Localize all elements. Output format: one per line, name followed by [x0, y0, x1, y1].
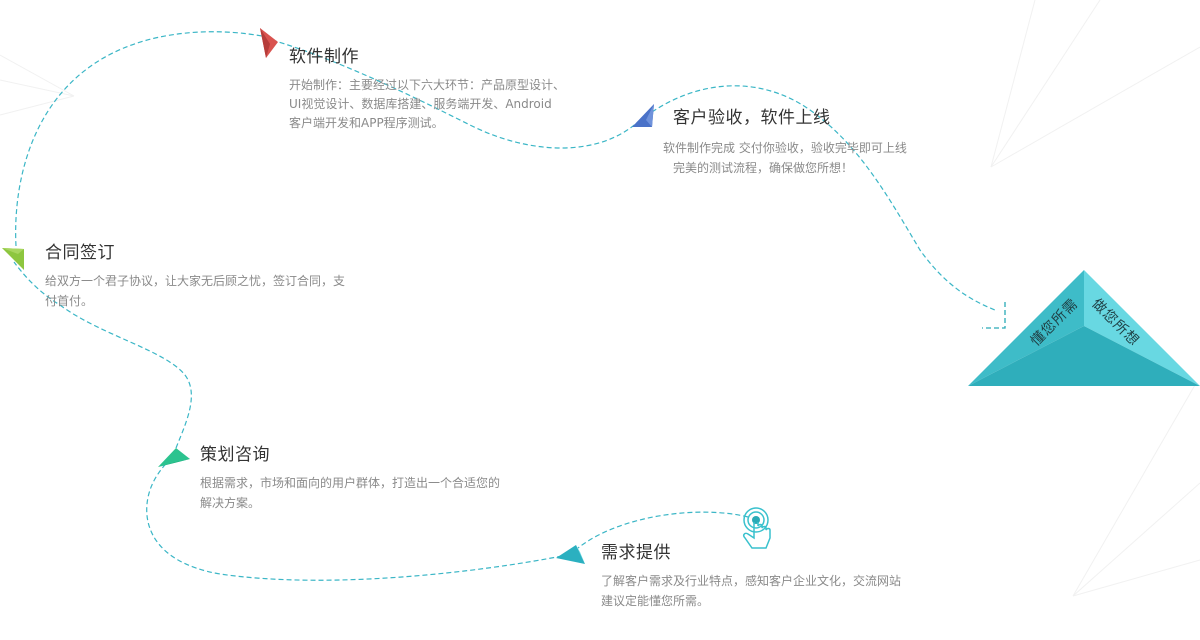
step-title: 合同签订 [45, 243, 115, 263]
desc-line: 了解客户需求及行业特点，感知客户企业文化，交流网站 [601, 574, 902, 588]
desc-line: 给双方一个君子协议，让大家无后顾之忧，签订合同，支 [45, 274, 346, 288]
desc-line: 开始制作：主要经过以下六大环节：产品原型设计、 [289, 78, 566, 92]
step-title: 软件制作 [289, 47, 359, 67]
step-requirement-gathering: 需求提供 了解客户需求及行业特点，感知客户企业文化，交流网站 建议定能懂您所需。 [601, 542, 901, 611]
step-title: 客户验收，软件上线 [673, 108, 831, 128]
desc-line: 完美的测试流程，确保做您所想！ [673, 161, 854, 175]
step-description: 开始制作：主要经过以下六大环节：产品原型设计、 UI视觉设计、数据库搭建、服务端… [289, 76, 565, 133]
step-description: 了解客户需求及行业特点，感知客户企业文化，交流网站 建议定能懂您所需。 [601, 571, 901, 611]
desc-line: 客户端开发和APP程序测试。 [289, 116, 444, 130]
arrow-pointer-green-teal-icon [158, 448, 190, 467]
arrow-pointer-red-icon [260, 28, 278, 58]
step-description: 软件制作完成 交付你验收，验收完毕即可上线 完美的测试流程，确保做您所想！ [663, 138, 907, 178]
step-contract-signing: 合同签订 给双方一个君子协议，让大家无后顾之忧，签订合同，支 付首付。 [45, 242, 345, 311]
step-description: 给双方一个君子协议，让大家无后顾之忧，签订合同，支 付首付。 [45, 271, 345, 311]
desc-line: 根据需求，市场和面向的用户群体，打造出一个合适您的 [200, 476, 501, 490]
arrow-pointer-teal-icon [556, 545, 585, 564]
desc-line: 解决方案。 [200, 496, 261, 510]
step-planning-consulting: 策划咨询 根据需求，市场和面向的用户群体，打造出一个合适您的 解决方案。 [200, 444, 500, 513]
hand-pointer-tap-icon [743, 507, 771, 549]
desc-line: 软件制作完成 交付你验收，验收完毕即可上线 [663, 141, 907, 155]
step-description: 根据需求，市场和面向的用户群体，打造出一个合适您的 解决方案。 [200, 473, 500, 513]
desc-line: UI视觉设计、数据库搭建、服务端开发、Android [289, 97, 552, 111]
step-title: 需求提供 [601, 543, 671, 563]
step-software-production: 软件制作 开始制作：主要经过以下六大环节：产品原型设计、 UI视觉设计、数据库搭… [289, 46, 565, 133]
desc-line: 建议定能懂您所需。 [601, 594, 710, 608]
step-acceptance-launch: 客户验收，软件上线 软件制作完成 交付你验收，验收完毕即可上线 完美的测试流程，… [663, 107, 907, 178]
arrow-pointer-green-icon [2, 248, 24, 270]
step-title: 策划咨询 [200, 445, 270, 465]
arrow-pointer-blue-icon [632, 104, 654, 127]
desc-line: 付首付。 [45, 294, 94, 308]
